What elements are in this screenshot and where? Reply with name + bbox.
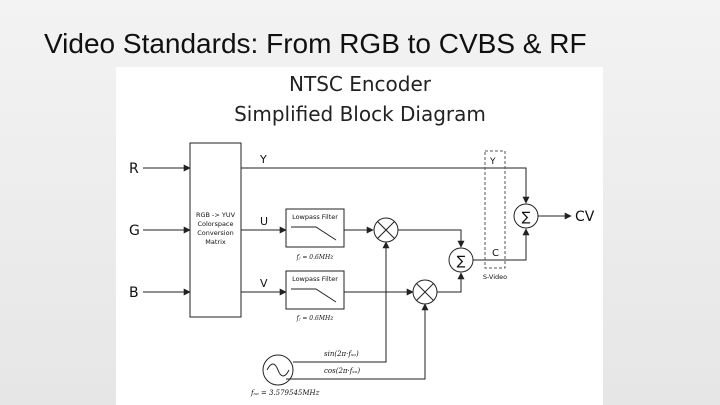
diagram-panel: NTSC Encoder Simplified Block Diagram R …	[116, 67, 603, 405]
signal-v-label: V	[260, 277, 268, 290]
cv-output-label: CV	[575, 209, 595, 225]
matrix-label-line4: Matrix	[205, 238, 226, 246]
input-r-label: R	[129, 161, 139, 177]
output-sum-symbol: ∑	[522, 210, 531, 225]
cos-carrier-label: cos(2π·fₛₒ)	[324, 367, 360, 375]
diagram-subtitle: Simplified Block Diagram	[234, 102, 486, 126]
v-filter-label: Lowpass Filter	[292, 275, 338, 283]
c-signal-line	[473, 228, 530, 261]
v-filter-response-icon	[291, 288, 337, 303]
u-lowpass-filter: Lowpass Filter	[285, 208, 345, 248]
signal-u-label: U	[260, 215, 268, 228]
input-b-label: B	[129, 285, 139, 301]
matrix-label-line1: RGB -> YUV	[196, 211, 236, 219]
output-summing-junction: ∑	[513, 203, 539, 229]
u-filter-response-icon	[291, 226, 337, 241]
v-mixer-to-chroma-sum	[437, 272, 465, 293]
u-mixer-to-chroma-sum	[398, 229, 465, 248]
v-mixer-multiply-icon	[412, 279, 438, 305]
y-signal-line	[241, 167, 530, 204]
u-filter-cutoff: fⱼ = 0.6MHz	[296, 254, 335, 261]
u-mixer-multiply-icon	[373, 217, 399, 243]
rgb-yuv-matrix-block	[189, 142, 242, 318]
slide-title: Video Standards: From RGB to CVBS & RF	[44, 28, 587, 59]
matrix-label-line3: Conversion	[197, 229, 233, 237]
signal-c-label: C	[492, 248, 499, 259]
s-video-label: S-Video	[483, 273, 507, 281]
oscillator-sine-source-icon	[262, 354, 294, 386]
sin-carrier-line	[293, 241, 390, 363]
u-filter-label: Lowpass Filter	[292, 213, 338, 221]
chroma-summing-junction: ∑	[448, 247, 474, 273]
block-diagram: NTSC Encoder Simplified Block Diagram R …	[129, 72, 595, 397]
sin-carrier-label: sin(2π·fₛₒ)	[324, 350, 359, 358]
v-lowpass-filter: Lowpass Filter	[285, 270, 345, 310]
v-filter-cutoff: fⱼ = 0.6MHz	[296, 315, 335, 322]
matrix-label-line2: Colorspace	[197, 220, 233, 228]
diagram-title: NTSC Encoder	[289, 72, 432, 96]
input-g-label: G	[129, 223, 140, 239]
oscillator-frequency-label: fₛₒ = 3.579545MHz	[250, 389, 320, 397]
signal-y-label: Y	[259, 153, 267, 166]
chroma-sum-symbol: ∑	[457, 254, 466, 269]
s-video-tap-box	[484, 150, 506, 269]
cos-carrier-path	[286, 303, 429, 380]
s-video-y-label: Y	[489, 157, 496, 167]
